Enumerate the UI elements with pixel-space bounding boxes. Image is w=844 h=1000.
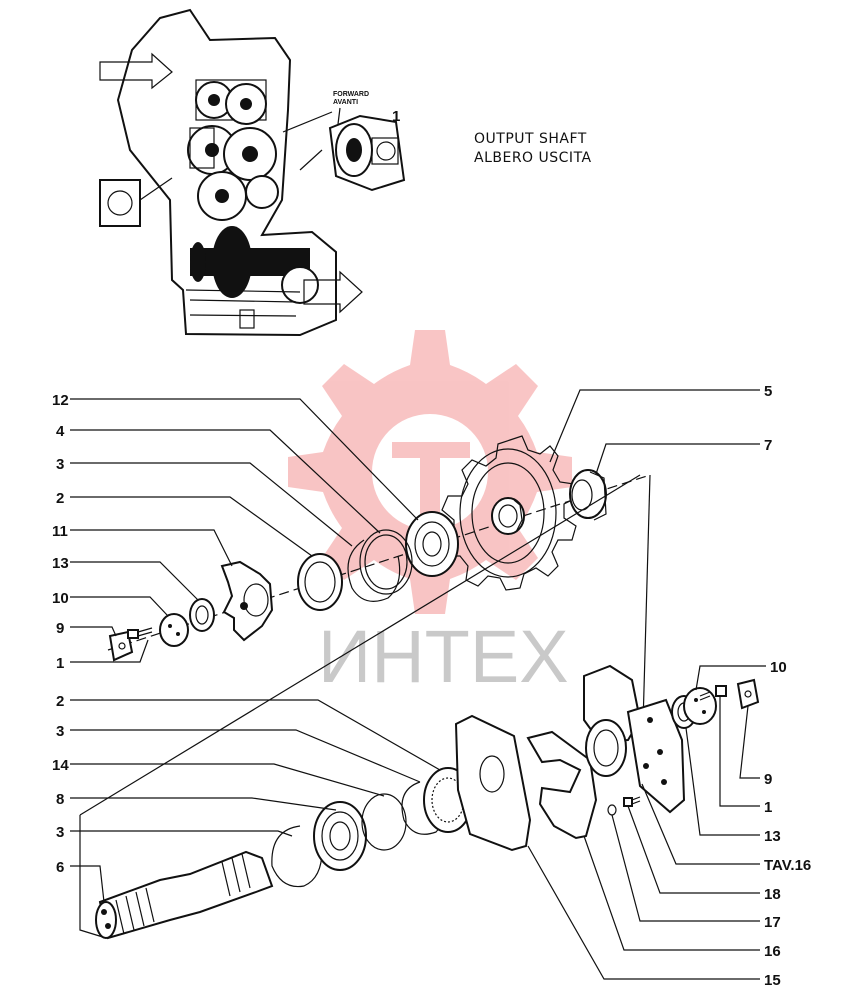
title-line-1: OUTPUT SHAFT	[474, 131, 587, 147]
part-9-lock-tab-top	[108, 630, 134, 662]
detail-ref-label: 1	[392, 108, 400, 125]
part-10-plate-top	[159, 613, 189, 647]
callout-10: 10	[52, 590, 69, 607]
callouts-top-right: 5 7	[764, 383, 772, 454]
part-1-bolt-right	[699, 685, 727, 701]
part-10-plate-right	[683, 687, 717, 725]
leader-lines	[70, 389, 766, 980]
part-13-washer-top	[189, 598, 215, 632]
callout-5: 5	[764, 383, 772, 400]
callout-13-right: 13	[764, 828, 781, 845]
part-3-ring-lower	[361, 793, 407, 851]
callout-3-lower: 3	[56, 723, 64, 740]
gearbox-overview: FORWARD AVANTI 1	[99, 8, 406, 337]
callouts-bottom-left: 2 3 14 8 3 6	[52, 693, 69, 876]
watermark-logo	[288, 330, 572, 614]
callout-6: 6	[56, 859, 64, 876]
callout-7: 7	[764, 437, 772, 454]
callout-1-right: 1	[764, 799, 772, 816]
part-9-lock-tab-right	[736, 678, 760, 710]
callout-11: 11	[52, 523, 68, 540]
callout-13: 13	[52, 555, 69, 572]
watermark-text: ИНТЕХ	[318, 615, 569, 698]
part-7-ring	[569, 469, 607, 521]
forward-label-en: FORWARD	[333, 91, 369, 98]
callout-16: 16	[764, 943, 781, 960]
callout-2-lower: 2	[56, 693, 64, 710]
callout-2: 2	[56, 490, 64, 507]
part-6-output-shaft	[95, 850, 274, 940]
watermark-gear	[288, 330, 572, 614]
callout-17: 17	[764, 914, 781, 931]
callout-9: 9	[56, 620, 64, 637]
callout-18: 18	[764, 886, 781, 903]
callouts-top-left: 12 4 3 2 11 13 10 9 1	[52, 392, 69, 672]
part-18-bolt	[623, 796, 641, 807]
part-3-circlip-top	[347, 539, 401, 602]
callout-12: 12	[52, 392, 69, 409]
flange-assembly-tav16	[583, 664, 686, 814]
title-line-2: ALBERO USCITA	[474, 150, 592, 166]
callout-8: 8	[56, 791, 64, 808]
forward-clutch-detail	[328, 114, 406, 192]
part-11-yoke	[220, 560, 274, 642]
callout-15: 15	[764, 972, 781, 989]
part-4-snap-ring	[359, 529, 413, 595]
part-8-bearing	[313, 801, 367, 871]
callout-14: 14	[52, 757, 69, 774]
part-17-washer	[607, 804, 617, 816]
callout-9-right: 9	[764, 771, 772, 788]
callout-3: 3	[56, 456, 64, 473]
part-15-cover-plate	[454, 714, 532, 852]
callout-1: 1	[56, 655, 64, 672]
part-5-gear	[441, 435, 577, 591]
part-1-bolt-top	[127, 627, 153, 639]
callout-tav16: TAV.16	[764, 857, 811, 874]
part-2-seal-top	[297, 553, 343, 611]
callout-3-shaft: 3	[56, 824, 64, 841]
callout-4: 4	[56, 423, 65, 440]
callouts-bottom-right: 10 9 1 13 TAV.16 18 17 16 15	[764, 659, 811, 989]
forward-label-it: AVANTI	[333, 99, 358, 106]
part-3-circlip-lower	[271, 825, 323, 888]
callout-10-right: 10	[770, 659, 787, 676]
part-12-bearing	[405, 511, 459, 577]
